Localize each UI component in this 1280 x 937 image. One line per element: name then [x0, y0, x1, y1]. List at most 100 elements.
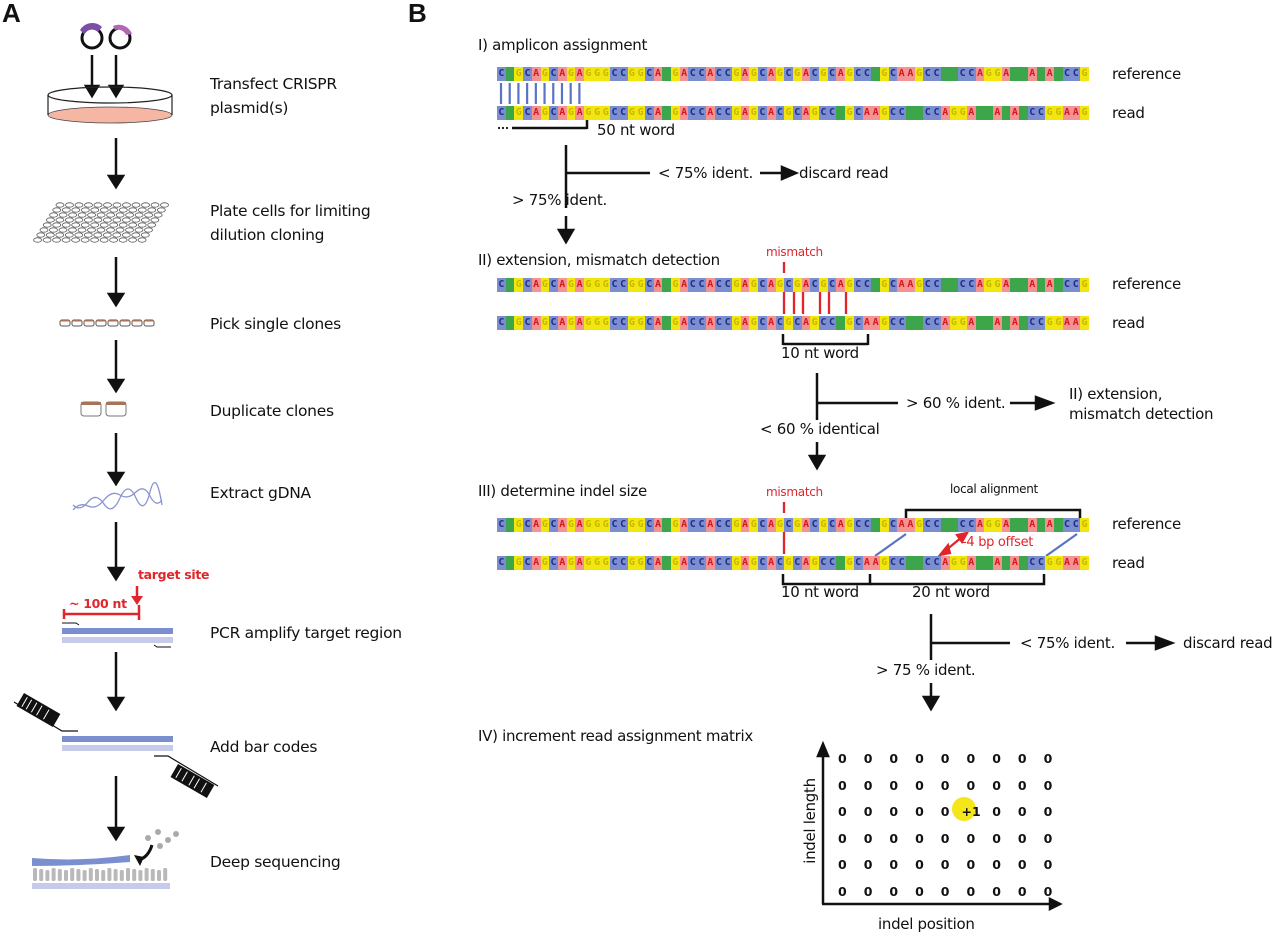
well [109, 207, 119, 213]
matrix-cell: 0 [966, 883, 976, 899]
base-T: T [914, 106, 924, 120]
base-C: C [923, 106, 933, 120]
discard-label: discard read [1183, 634, 1273, 652]
matrix-cell: 0 [1017, 751, 1027, 766]
base-A: A [975, 67, 985, 81]
base-A: A [836, 518, 846, 532]
well [160, 202, 169, 208]
distance-label: ~ 100 nt [69, 596, 127, 611]
base-G: G [592, 278, 602, 292]
base-G: G [749, 278, 759, 292]
panel-a-label: A [2, 0, 21, 28]
base-G: G [540, 106, 550, 120]
well [96, 212, 106, 218]
flow-arrow [106, 138, 126, 842]
base-C: C [932, 278, 941, 292]
well [87, 212, 96, 218]
well [42, 237, 52, 243]
matrix-cell: 0 [1043, 751, 1053, 766]
well [64, 232, 74, 238]
base-T: T [984, 106, 994, 120]
base-C: C [853, 106, 863, 120]
base-G: G [671, 518, 680, 532]
base-C: C [827, 278, 837, 292]
well [39, 227, 49, 233]
base-C: C [644, 556, 654, 570]
base-C: C [697, 518, 706, 532]
base-G: G [566, 106, 576, 120]
matrix-cell: 0 [889, 751, 899, 766]
base-A: A [1001, 67, 1011, 81]
base-C: C [549, 556, 558, 570]
well [112, 217, 122, 223]
alignment-shift-lines [874, 533, 1078, 557]
base-T: T [505, 556, 515, 570]
well [134, 212, 144, 218]
base-C: C [819, 316, 828, 330]
base-C: C [644, 67, 654, 81]
base-C: C [1071, 67, 1081, 81]
base-G: G [601, 556, 611, 570]
base-C: C [497, 106, 506, 120]
base-C: C [644, 316, 654, 330]
well [125, 227, 134, 233]
well [140, 232, 150, 238]
base-C: C [1062, 67, 1072, 81]
well [144, 212, 154, 218]
matrix-cell: 0 [966, 857, 976, 872]
base-A: A [575, 556, 585, 570]
well [58, 227, 68, 233]
well [128, 222, 138, 228]
well [99, 237, 109, 243]
base-A: A [993, 556, 1002, 570]
base-C: C [618, 556, 628, 570]
base-G: G [984, 278, 994, 292]
base-T: T [1054, 518, 1063, 532]
fail-label: < 75% ident. [1020, 634, 1115, 652]
base-A: A [531, 67, 541, 81]
base-T: T [836, 106, 846, 120]
base-C: C [610, 518, 619, 532]
well [87, 227, 96, 233]
base-T: T [505, 316, 515, 330]
base-G: G [879, 556, 889, 570]
base-A: A [871, 556, 880, 570]
well [112, 232, 122, 238]
well [131, 217, 141, 223]
base-G: G [1054, 316, 1063, 330]
base-T: T [940, 278, 950, 292]
base-A: A [557, 556, 567, 570]
cluster-peg [57, 869, 62, 881]
base-C: C [888, 518, 898, 532]
base-T: T [1019, 556, 1028, 570]
base-G: G [879, 106, 889, 120]
base-C: C [853, 67, 863, 81]
local-alignment-bracket [904, 508, 1082, 521]
base-G: G [749, 67, 759, 81]
base-C: C [758, 518, 767, 532]
cluster-peg [163, 868, 168, 881]
base-C: C [1027, 106, 1037, 120]
base-C: C [775, 106, 785, 120]
base-C: C [697, 106, 706, 120]
well [131, 202, 141, 208]
base-C: C [497, 556, 506, 570]
matrix-cell: 0 [1043, 804, 1053, 819]
well [83, 232, 93, 238]
base-C: C [853, 518, 863, 532]
base-C: C [784, 278, 793, 292]
barcode-adapter-icon [13, 693, 219, 798]
base-A: A [1071, 556, 1081, 570]
base-A: A [1001, 278, 1011, 292]
base-T: T [1019, 278, 1028, 292]
matrix-cell: 0 [889, 830, 899, 846]
well [137, 237, 147, 243]
flow-arrow [921, 614, 1176, 712]
base-T: T [940, 67, 950, 81]
base-G: G [1080, 106, 1089, 120]
base-C: C [618, 518, 628, 532]
matrix-cell: 0 [838, 830, 847, 846]
